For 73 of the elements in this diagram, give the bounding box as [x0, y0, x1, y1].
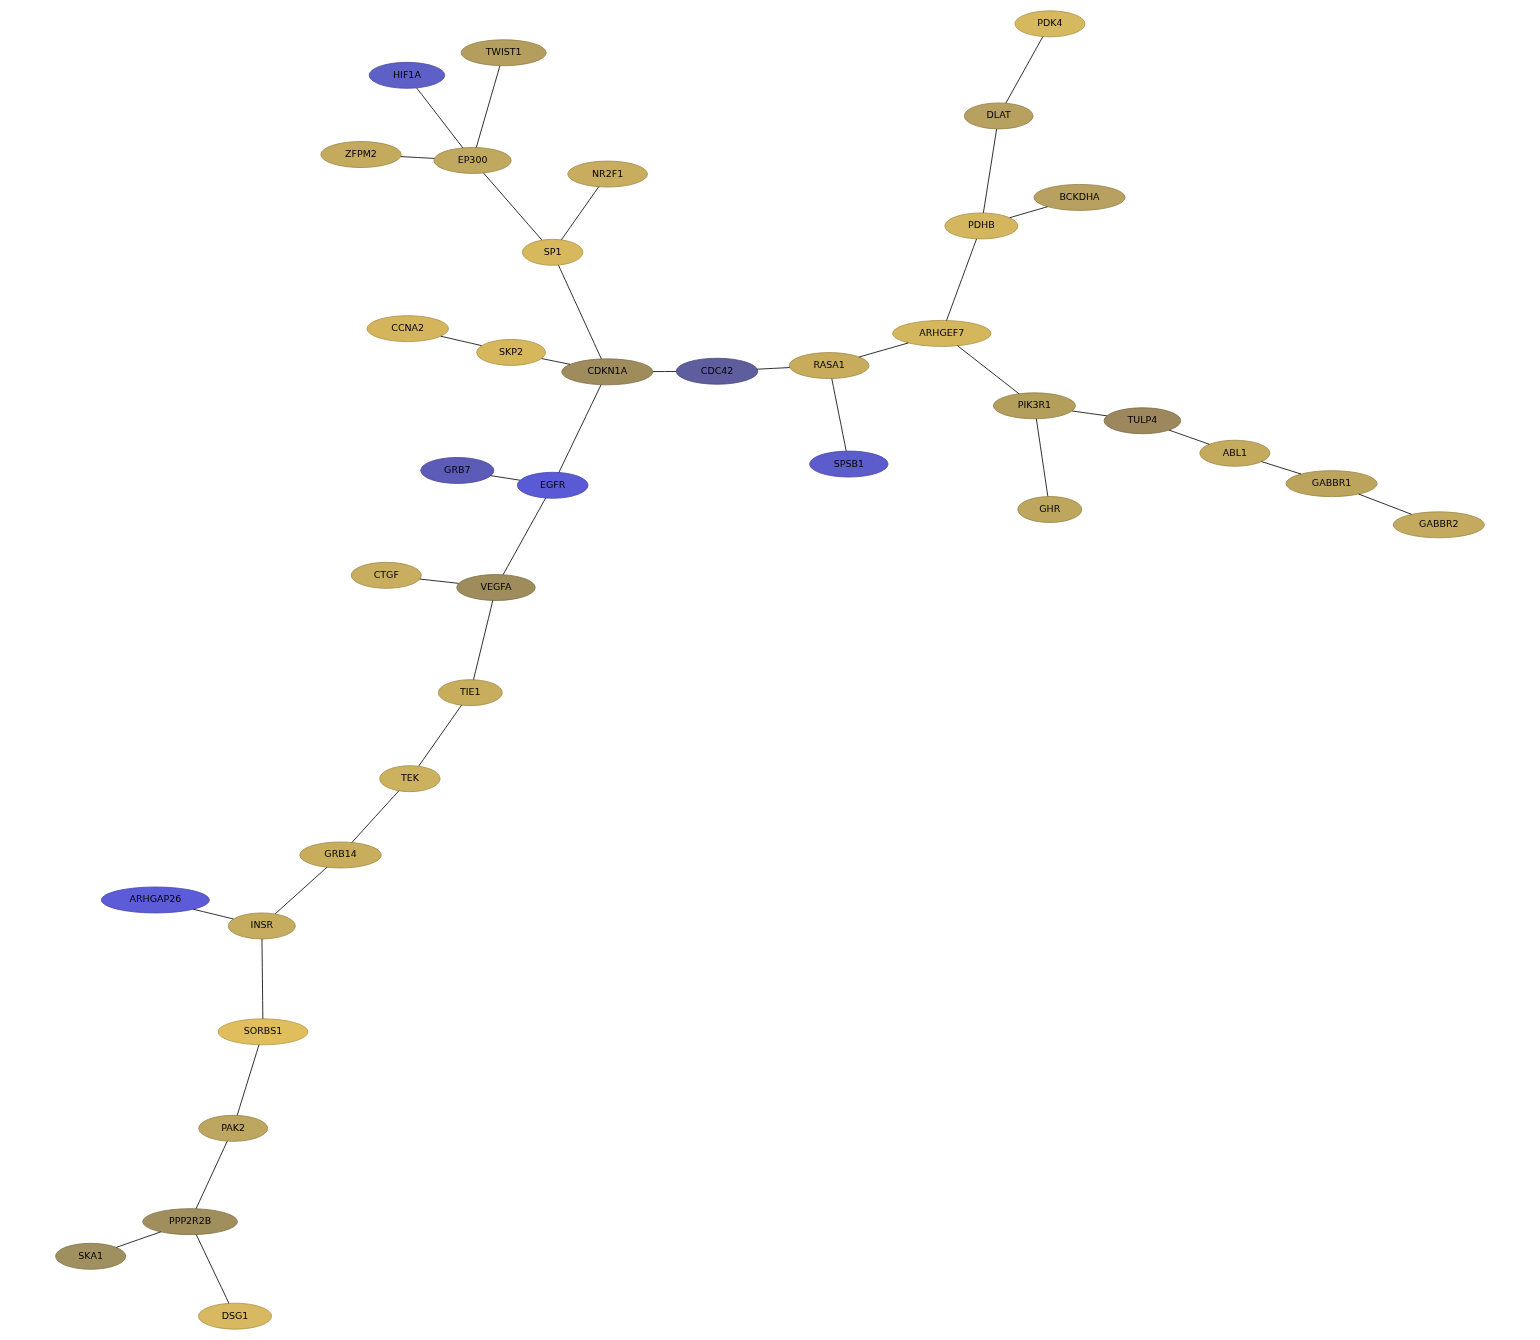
connector: [473, 600, 494, 681]
node-ellipse: SPSB1: [809, 450, 889, 478]
connector: [475, 65, 501, 148]
connector: [195, 1234, 230, 1304]
node-ellipse: CDC42: [675, 357, 759, 385]
connector: [236, 1044, 260, 1116]
node-ellipse: EGFR: [517, 471, 589, 499]
node-ellipse: SKA1: [55, 1242, 127, 1270]
node-ellipse: INSR: [227, 912, 296, 940]
connector: [490, 475, 521, 481]
connector: [983, 128, 998, 214]
connector: [946, 238, 977, 321]
node-ellipse: PIK3R1: [993, 392, 1076, 420]
node-ellipse: GRB7: [420, 457, 495, 484]
node-ellipse: PDK4: [1014, 10, 1086, 38]
connector: [419, 578, 459, 584]
connector: [1005, 36, 1044, 104]
node-ellipse: ARHGEF7: [892, 320, 992, 347]
connector: [756, 367, 791, 370]
connector: [193, 908, 234, 920]
connector: [195, 1140, 228, 1210]
node-ellipse: TWIST1: [460, 39, 547, 67]
connector: [1071, 410, 1108, 417]
node-ellipse: NR2F1: [567, 160, 648, 188]
node-ellipse: SKP2: [476, 339, 546, 366]
node-ellipse: GHR: [1017, 496, 1083, 523]
connector: [261, 938, 264, 1020]
node-ellipse: TIE1: [437, 679, 503, 707]
node-ellipse: ABL1: [1199, 439, 1271, 467]
connector: [418, 704, 462, 767]
connector: [440, 335, 482, 346]
node-ellipse: ARHGAP26: [100, 886, 210, 914]
node-ellipse: VEGFA: [456, 574, 536, 601]
connector: [858, 342, 909, 358]
node-ellipse: GABBR1: [1285, 470, 1378, 498]
node-ellipse: CDKN1A: [561, 358, 654, 386]
node-ellipse: PDHB: [944, 212, 1019, 240]
node-ellipse: PPP2R2B: [142, 1208, 238, 1236]
connector: [831, 378, 847, 452]
connector: [400, 156, 435, 159]
node-ellipse: DLAT: [963, 102, 1034, 130]
connector: [558, 264, 602, 360]
connector: [957, 345, 1020, 395]
node-ellipse: PAK2: [198, 1114, 268, 1142]
node-ellipse: TEK: [379, 765, 441, 793]
connector: [502, 497, 547, 575]
node-ellipse: ZFPM2: [320, 141, 402, 168]
node-ellipse: CTGF: [350, 561, 422, 589]
connector: [1168, 429, 1210, 445]
node-ellipse: DSG1: [198, 1302, 272, 1330]
node-ellipse: CCNA2: [366, 315, 449, 342]
node-ellipse: HIF1A: [368, 61, 446, 89]
connector: [416, 87, 464, 149]
connector: [541, 358, 571, 365]
node-ellipse: TULP4: [1103, 407, 1182, 435]
connector: [1035, 418, 1049, 497]
node-ellipse: BCKDHA: [1033, 184, 1126, 211]
node-ellipse: GABBR2: [1392, 511, 1485, 539]
connector: [274, 866, 328, 915]
node-ellipse: EP300: [433, 147, 512, 174]
node-ellipse: SORBS1: [217, 1018, 309, 1046]
node-ellipse: GRB14: [299, 841, 382, 869]
node-ellipse: RASA1: [788, 352, 870, 379]
connector: [1009, 206, 1048, 219]
connector: [652, 371, 677, 372]
connector: [351, 790, 400, 843]
connector: [115, 1231, 162, 1248]
connector: [558, 384, 602, 473]
connector: [1358, 493, 1412, 515]
node-ellipse: SP1: [522, 238, 584, 266]
connector: [1261, 461, 1302, 475]
connector: [560, 186, 600, 241]
connector: [483, 172, 543, 241]
